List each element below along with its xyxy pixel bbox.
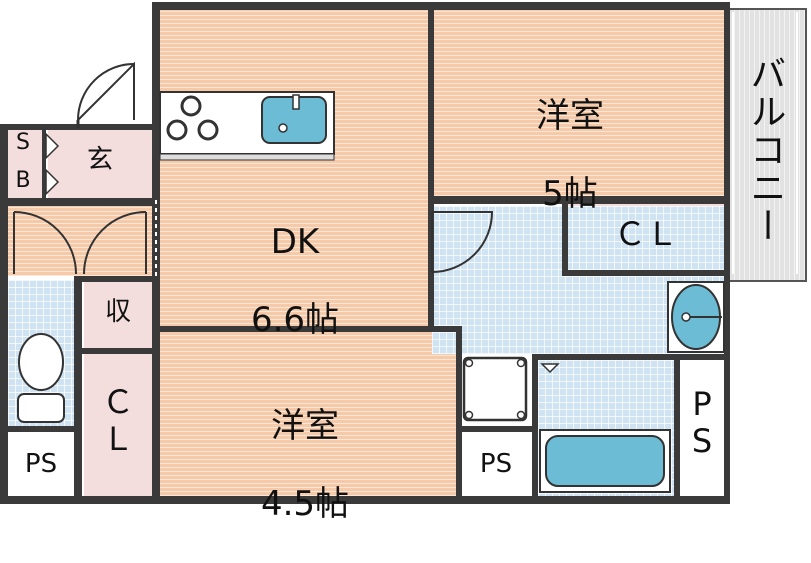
room5-label: 洋室 5帖 [500,58,640,253]
washing-machine-icon [462,356,528,422]
balcony-label: バルコニー [744,55,786,245]
kitchen-sink-icon [261,94,327,144]
room5-name: 洋室 [536,96,604,137]
wall-dk-bottom [152,326,462,332]
ps-right-area [680,360,724,496]
wall-ps-left-top [0,426,82,432]
dk-label: DK 6.6帖 [225,184,365,379]
wall-shoe-divider [42,130,46,200]
wall-entry-top [0,124,160,130]
shoe-box [8,130,44,198]
dk-room [160,10,428,328]
wall-room5-left [428,2,434,332]
wall-closet-bottom [562,270,728,276]
wall-closet-left [562,196,568,274]
dk-name: DK [270,222,320,263]
wall-corridor-bottom [74,276,160,282]
hallway-washroom [432,206,728,354]
fixtures-layer [13,12,798,493]
western-room-45 [160,332,456,496]
wall-room5-bottom [428,196,728,204]
wall-left-outer [0,124,8,504]
wall-left-upper [152,2,160,132]
ps-right-label: P S [691,385,713,460]
room5-size: 5帖 [542,174,598,215]
room45-size: 4.5帖 [260,484,350,525]
western-room-5 [432,10,724,196]
wash-basin-icon [667,281,725,353]
double-door-icon [13,211,147,275]
stove-burner-icon [166,95,219,141]
balcony [727,8,807,282]
wall-bottom [0,496,730,504]
entrance-door-icon [76,61,135,128]
shoe-box-arrow-icon [45,132,60,196]
shoe-box-s-label: S [16,130,30,155]
wall-top [152,2,730,10]
wall-ps-mid-top [456,426,536,432]
ps-left-label: PS [24,449,58,479]
closet-side-label: Ｃ Ｌ [101,383,134,458]
wall-bath-top [532,354,728,360]
ps-left-area [8,432,74,496]
ps-mid-label: PS [479,449,513,479]
closet-side [84,354,152,496]
wall-ps-right-left [674,354,680,502]
entrance-label: 玄 [86,145,113,175]
entrance-floor [48,130,152,198]
wall-dk-left [152,130,160,496]
storage-label: 収 [104,297,131,327]
room45-name: 洋室 [271,406,339,447]
closet-main-label: ＣＬ [613,215,678,253]
dk-size: 6.6帖 [250,300,340,341]
storage-room [84,282,152,348]
wall-storage-bottom [74,348,160,354]
wall-toilet-right [74,276,82,502]
entry-corridor [8,206,152,276]
toilet-icon [17,333,65,423]
bath-marker-icon [540,363,560,374]
room45-label: 洋室 4.5帖 [230,368,380,563]
wall-entry-bottom [0,198,160,206]
wall-right [724,2,730,502]
shoe-box-b-label: B [15,168,31,193]
wall-room45-right [456,326,462,502]
ps-mid-area [462,432,530,496]
bathtub-icon [539,429,671,493]
hall-door-icon [431,211,494,273]
